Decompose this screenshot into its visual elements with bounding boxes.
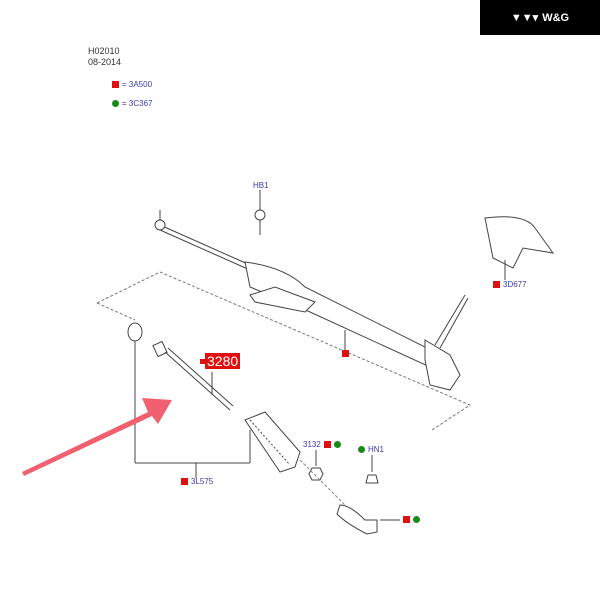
green-dot-icon bbox=[333, 441, 341, 448]
legend-3a500: = 3A500 bbox=[112, 80, 152, 89]
assembly-outline bbox=[96, 271, 472, 431]
diagram-header: H02010 08-2014 bbox=[88, 46, 121, 68]
logo-mark-icon: ▼▼▾ bbox=[510, 12, 539, 24]
red-square-icon bbox=[112, 81, 119, 88]
red-square-icon bbox=[323, 441, 331, 448]
red-square-icon bbox=[181, 478, 188, 485]
label-3132: 3132 bbox=[303, 440, 341, 449]
diagram-id: H02010 bbox=[88, 46, 120, 56]
red-square-icon bbox=[403, 516, 410, 523]
red-square-icon bbox=[493, 281, 500, 288]
green-dot-icon bbox=[112, 100, 119, 107]
green-dot-icon bbox=[358, 446, 365, 453]
red-square-icon bbox=[342, 350, 349, 357]
brand-name: W&G bbox=[542, 11, 570, 24]
red-square-icon bbox=[200, 358, 205, 364]
label-3l575: 3L575 bbox=[181, 477, 213, 486]
brand-logo: ▼▼▾ W&G bbox=[480, 0, 600, 35]
label-hb1: HB1 bbox=[253, 181, 269, 190]
tie-rod-end-markers bbox=[403, 516, 420, 523]
diagram-date: 08-2014 bbox=[88, 57, 122, 67]
inner-tie-rod bbox=[152, 340, 234, 411]
nut-hn1 bbox=[365, 474, 379, 484]
part-number-3280: 3280 bbox=[205, 353, 241, 369]
green-dot-icon bbox=[413, 516, 420, 523]
tie-rod-end bbox=[336, 504, 378, 535]
nut bbox=[308, 467, 324, 481]
legend-3c367: = 3C367 bbox=[112, 99, 152, 108]
callout-3280: 3280 bbox=[200, 353, 241, 369]
boot bbox=[244, 411, 301, 473]
steering-rack bbox=[154, 200, 555, 391]
label-3d677: 3D677 bbox=[503, 280, 527, 289]
ring bbox=[127, 322, 143, 342]
red-arrow-icon bbox=[22, 398, 172, 476]
label-hn1: HN1 bbox=[358, 445, 384, 454]
